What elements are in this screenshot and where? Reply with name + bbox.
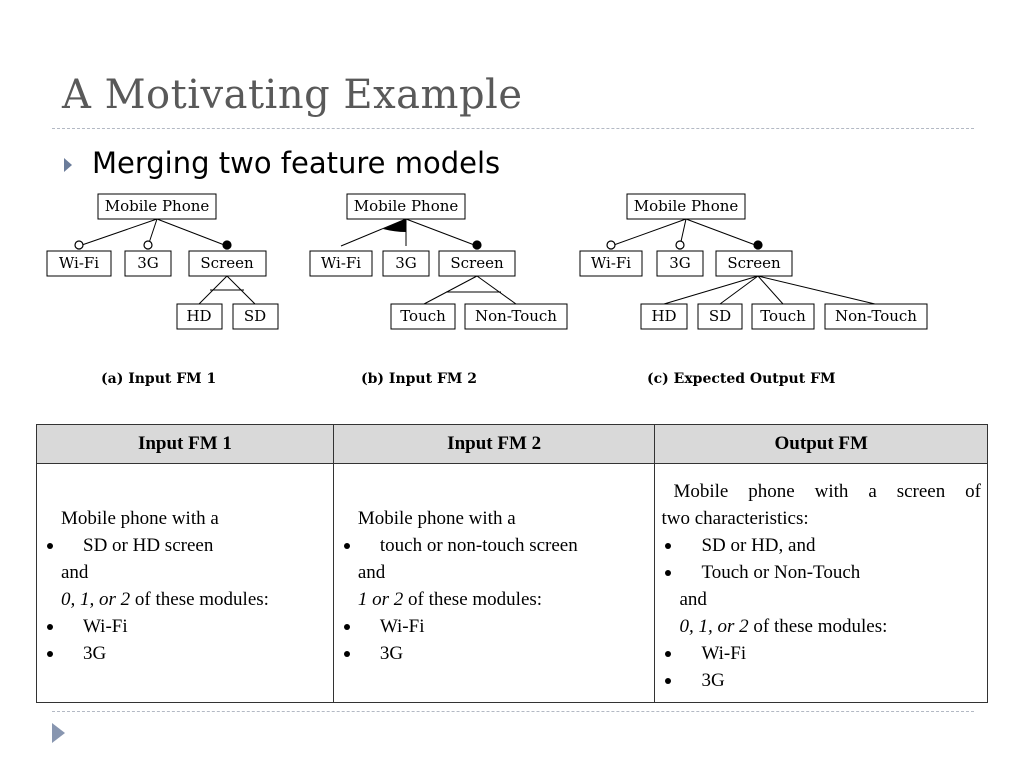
table-header-row: Input FM 1 Input FM 2 Output FM <box>36 424 988 464</box>
fm1-node-hd: HD <box>186 307 211 325</box>
mandatory-marker-icon <box>753 240 763 250</box>
fm3-node-wifi: Wi-Fi <box>591 254 631 272</box>
bullet-dot-icon <box>343 624 350 630</box>
text-line: 0, 1, or 2 of these modules: <box>679 616 888 637</box>
list-item: Touch or Non-Touch <box>661 559 981 586</box>
fm1-node-3g: 3G <box>137 254 159 272</box>
header-output-fm: Output FM <box>654 424 988 464</box>
fm1-node-wifi: Wi-Fi <box>59 254 99 272</box>
text-line: Mobile phone with a screen of <box>673 481 981 502</box>
list-item: Wi-Fi <box>661 640 981 667</box>
title-divider <box>52 128 974 129</box>
feature-model-1: Mobile Phone Wi-Fi 3G Screen HD SD <box>46 193 279 330</box>
slide-title: A Motivating Example <box>62 72 523 118</box>
fm3-node-non-touch: Non-Touch <box>835 307 917 325</box>
text-line: and <box>679 589 707 610</box>
fm3-node-sd: SD <box>709 307 731 325</box>
fm3-node-screen: Screen <box>727 254 781 272</box>
bullet-dot-icon <box>665 570 672 576</box>
bullet-dot-icon <box>47 651 53 657</box>
bullet-dot-icon <box>343 543 350 549</box>
footer-divider <box>52 711 974 712</box>
header-input-fm1: Input FM 1 <box>36 424 334 464</box>
text-line: 0, 1, or 2 of these modules: <box>61 589 269 610</box>
list-item: Wi-Fi <box>340 613 649 640</box>
bullet-dot-icon <box>343 651 350 657</box>
cell-input-fm1: Mobile phone with a SD or HD screen and … <box>36 463 334 703</box>
optional-marker-icon <box>74 240 84 250</box>
text-line: 1 or 2 of these modules: <box>357 589 543 610</box>
cell-input-fm2: Mobile phone with a touch or non-touch s… <box>332 463 656 703</box>
mandatory-marker-icon <box>222 240 232 250</box>
list-item: 3G <box>340 640 649 667</box>
fm1-node-sd: SD <box>244 307 266 325</box>
feature-model-diagrams: Mobile Phone Wi-Fi 3G Screen HD SD Mobil… <box>46 193 928 330</box>
list-item: touch or non-touch screen <box>340 532 649 559</box>
text-line: two characteristics: <box>661 508 809 529</box>
mandatory-marker-icon <box>472 240 482 250</box>
bullet-text: Merging two feature models <box>92 146 501 180</box>
bullet-dot-icon <box>665 543 672 549</box>
table-row: Mobile phone with a SD or HD screen and … <box>36 463 988 703</box>
text-line: Mobile phone with a <box>61 508 219 529</box>
fm2-node-3g: 3G <box>395 254 417 272</box>
feature-model-2: Mobile Phone Wi-Fi 3G Screen Touch Non-T… <box>309 193 568 330</box>
list-item: SD or HD screen <box>43 532 327 559</box>
fm1-node-screen: Screen <box>200 254 254 272</box>
bullet-dot-icon <box>47 543 53 549</box>
next-slide-arrow-icon[interactable] <box>52 723 65 743</box>
list-item: SD or HD, and <box>661 532 981 559</box>
fm3-node-3g: 3G <box>669 254 691 272</box>
fm2-root: Mobile Phone <box>354 197 459 215</box>
fm2-node-wifi: Wi-Fi <box>321 254 361 272</box>
feature-model-3: Mobile Phone Wi-Fi 3G Screen HD SD Touch… <box>579 193 928 330</box>
text-line: and <box>357 562 386 583</box>
fm2-node-touch: Touch <box>400 307 446 325</box>
caption-fm3: (c) Expected Output FM <box>647 371 836 387</box>
fm3-node-hd: HD <box>651 307 676 325</box>
comparison-table: Input FM 1 Input FM 2 Output FM Mobile p… <box>36 424 988 703</box>
caption-fm1: (a) Input FM 1 <box>101 371 217 387</box>
optional-marker-icon <box>675 240 685 250</box>
fm2-node-screen: Screen <box>450 254 504 272</box>
fm3-root: Mobile Phone <box>634 197 739 215</box>
bullet-dot-icon <box>47 624 53 630</box>
list-item: 3G <box>43 640 327 667</box>
fm3-node-touch: Touch <box>760 307 806 325</box>
bullet-arrow-icon <box>64 158 72 172</box>
caption-fm2: (b) Input FM 2 <box>361 371 477 387</box>
text-line: and <box>61 562 89 583</box>
header-input-fm2: Input FM 2 <box>332 424 656 464</box>
or-group-icon <box>383 219 406 232</box>
list-item: 3G <box>661 667 981 694</box>
optional-marker-icon <box>606 240 616 250</box>
fm1-root: Mobile Phone <box>105 197 210 215</box>
text-line: Mobile phone with a <box>357 508 516 529</box>
cell-output-fm: Mobile phone with a screen of two charac… <box>654 463 988 703</box>
bullet-dot-icon <box>665 651 672 657</box>
bullet-dot-icon <box>665 678 672 684</box>
optional-marker-icon <box>143 240 153 250</box>
list-item: Wi-Fi <box>43 613 327 640</box>
fm2-node-non-touch: Non-Touch <box>475 307 557 325</box>
